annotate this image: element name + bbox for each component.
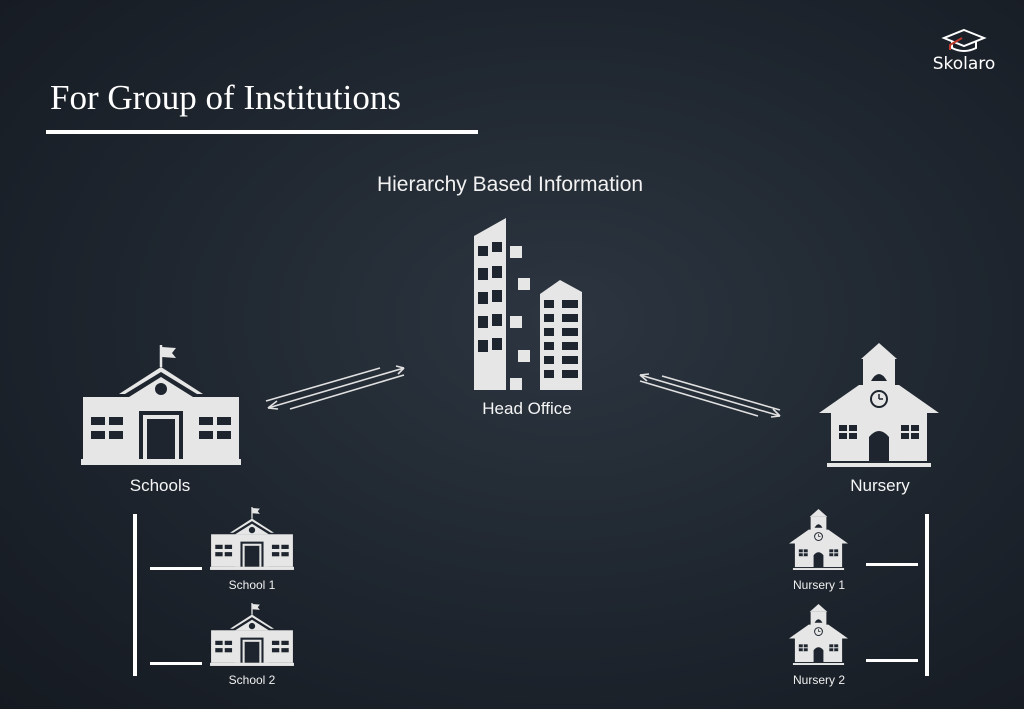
nursery-building-icon (788, 603, 849, 666)
schools-label: Schools (129, 476, 191, 495)
nursery-1-label: Nursery 1 (792, 578, 845, 592)
school-building-icon (79, 343, 243, 467)
title-underline (46, 130, 478, 134)
school-building-icon (209, 506, 295, 571)
nursery-1-connector (866, 563, 918, 566)
school-2-label: School 2 (228, 673, 276, 687)
nursery-2-label: Nursery 2 (792, 673, 845, 687)
page-title: For Group of Institutions (50, 78, 401, 117)
nursery-building-icon (818, 342, 940, 468)
brand-logo: Skolaro (928, 28, 1000, 74)
head-office-label: Head Office (482, 399, 572, 418)
nursery-branch-line (925, 514, 929, 676)
nursery-2-connector (866, 659, 918, 662)
office-building-icon (474, 218, 582, 390)
graduation-cap-icon (941, 28, 987, 52)
school-2-connector (150, 662, 202, 665)
diagram-heading-text: Hierarchy Based Information (376, 173, 644, 196)
schools-branch-line (133, 514, 137, 676)
nursery-building-icon (788, 508, 849, 571)
arrow-left-upper (267, 367, 405, 409)
brand-name: Skolaro (932, 54, 996, 74)
school-1-connector (150, 567, 202, 570)
school-1-label: School 1 (228, 578, 276, 592)
arrow-right (639, 374, 781, 417)
nursery-label: Nursery (850, 476, 910, 495)
school-building-icon (209, 602, 295, 667)
diagram-heading: Hierarchy Based Information (0, 173, 1024, 197)
